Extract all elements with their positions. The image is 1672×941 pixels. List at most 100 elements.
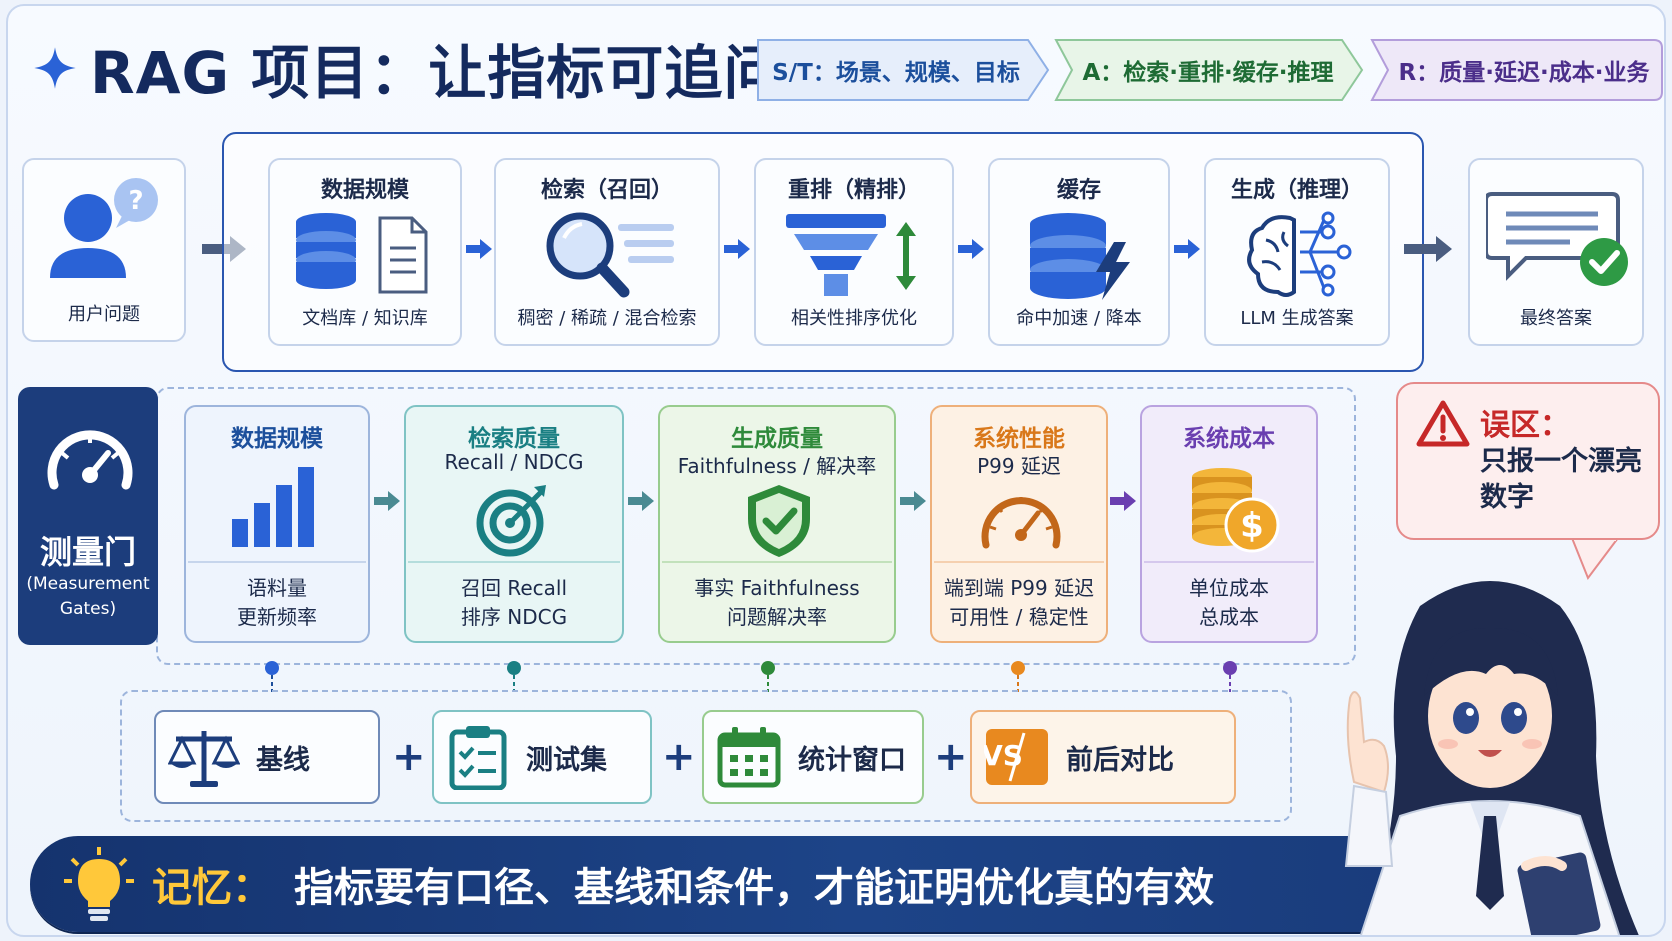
stage-caption: 稠密 / 稀疏 / 混合检索 [517,308,697,329]
stage-generation: 生成（推理） LLM 生成答案 [1204,158,1390,346]
stage-title: 缓存 [1056,178,1101,203]
gate-card-subtitle: P99 延迟 [977,454,1061,478]
warning-key: 误区： [1480,408,1570,443]
gate-metric: 事实 Faithfulness [694,576,860,600]
gate-card-divider [1144,561,1314,563]
plus-sign: + [662,734,696,780]
formula-test-set: 测试集 [432,710,652,804]
formula-label: 前后对比 [1066,744,1174,776]
funnel-sort-icon [786,214,916,296]
final-answer-card: 最终答案 [1468,158,1644,346]
gate-card-retrieval-quality: 检索质量 Recall / NDCG 召回 Recall 排序 NDCG [404,405,624,643]
stage-caption: LLM 生成答案 [1240,308,1354,329]
page-title-group: RAG 项目：让指标可追问 [32,28,782,108]
gate-card-divider [934,561,1104,563]
gates-title: 测量门 [39,533,136,571]
chevron-a: A：检索·重排·缓存·推理 [1054,36,1366,104]
arrow-right-icon [1404,236,1452,262]
ai-brain-icon [1247,211,1352,297]
stage-caption: 文档库 / 知识库 [302,308,428,329]
database-lightning-icon [1030,213,1130,300]
chevron-a-label: A：检索·重排·缓存·推理 [1082,60,1334,86]
arrow-right-icon [900,491,926,511]
warning-text: 只报一个漂亮数字 [1480,446,1642,513]
gate-card-generation-quality: 生成质量 Faithfulness / 解决率 事实 Faithfulness … [658,405,896,643]
arrow-right-icon [628,491,654,511]
gate-card-metrics: 事实 Faithfulness 问题解决率 [660,574,894,632]
gate-card-subtitle: Recall / NDCG [444,450,584,474]
lightbulb-icon [64,847,134,921]
gate-card-title: 数据规模 [231,426,323,452]
speedometer-icon [981,497,1061,549]
user-question-card: ? 用户问题 [22,158,186,342]
shield-check-icon [748,485,810,557]
chevron-r-label: R：质量·延迟·成本·业务 [1398,60,1650,86]
gates-subtitle-line1: (Measurement [26,574,150,594]
clipboard-checklist-icon [449,726,507,790]
magnifier-icon [546,212,674,298]
gate-card-subtitle: Faithfulness / 解决率 [677,454,877,478]
gate-card-divider [408,561,620,563]
gate-metric: 端到端 P99 延迟 [943,576,1095,600]
warning-triangle-icon [1416,400,1470,447]
arrow-right-icon [466,239,492,259]
gate-card-data-scale: 数据规模 语料量 更新频率 [184,405,370,643]
formula-stat-window: 统计窗口 [702,710,924,804]
arrow-right-icon [958,239,984,259]
coins-dollar-icon: $ [1192,468,1280,553]
formula-dashed-frame [120,690,1292,822]
arrow-right-icon [724,239,750,259]
gate-metric: 总成本 [1199,605,1259,629]
bar-chart-icon [232,467,314,547]
sparkle-icon [34,47,76,89]
gate-card-title: 检索质量 [468,426,560,452]
memory-key: 记忆： [152,865,272,911]
stage-data-scale: 数据规模 文档库 / 知识库 [268,158,462,346]
memory-banner: 记忆： 指标要有口径、基线和条件，才能证明优化真的有效 [30,836,1406,932]
gate-card-system-performance: 系统性能 P99 延迟 端到端 P99 延迟 可用性 / 稳定性 [930,405,1108,643]
mascot-illustration [1344,581,1639,935]
gate-card-system-cost: 系统成本 $ 单位成本 总成本 [1140,405,1318,643]
database-document-icon [296,213,428,294]
gate-card-title: 系统成本 [1183,426,1275,452]
gate-metric: 可用性 / 稳定性 [949,605,1089,629]
svg-text:$: $ [1240,506,1264,546]
stage-title: 检索（召回） [540,178,673,203]
plus-sign: + [934,734,968,780]
stage-retrieval: 检索（召回） 稠密 / 稀疏 / 混合检索 [494,158,720,346]
gate-metric: 召回 Recall [460,576,568,600]
gate-card-divider [188,561,366,563]
gate-metric: 排序 NDCG [460,605,568,629]
gate-metric: 语料量 [247,576,307,600]
balance-scale-icon [168,731,240,787]
gate-metric: 问题解决率 [727,605,827,629]
stage-title: 生成（推理） [1230,178,1363,203]
user-question-label: 用户问题 [68,304,140,325]
versus-icon: VS [984,729,1048,785]
gate-card-metrics: 单位成本 总成本 [1142,574,1316,632]
gate-card-metrics: 语料量 更新频率 [186,574,368,632]
chat-check-icon [1486,192,1628,286]
formula-before-after: VS 前后对比 [970,710,1236,804]
memory-text: 指标要有口径、基线和条件，才能证明优化真的有效 [294,865,1214,911]
gate-card-divider [662,561,892,563]
stage-cache: 缓存 命中加速 / 降本 [988,158,1170,346]
arrow-right-icon [1174,239,1200,259]
chevron-st: S/T：场景、规模、目标 [756,36,1052,104]
infographic: RAG 项目：让指标可追问 S/T：场景、规模、目标 A：检索·重排·缓存·推理… [6,4,1666,937]
gates-subtitle-line2: Gates) [59,599,117,619]
versus-icon-text: VS [984,739,1023,772]
arrow-right-icon [1110,491,1136,511]
formula-baseline: 基线 [154,710,380,804]
formula-label: 测试集 [526,744,607,776]
gate-connectors [265,661,1237,692]
measurement-gates-box: 测量门 (Measurement Gates) [18,387,158,645]
gate-metric: 更新频率 [237,605,317,629]
arrow-right-icon [374,491,400,511]
chevron-r: R：质量·延迟·成本·业务 [1370,36,1664,104]
user-question-icon: ? [50,178,158,278]
gate-card-metrics: 召回 Recall 排序 NDCG [406,574,622,632]
gate-card-title: 生成质量 [731,426,823,452]
warning-bubble: 误区： 只报一个漂亮数字 [1396,382,1660,540]
stage-caption: 相关性排序优化 [791,308,917,329]
